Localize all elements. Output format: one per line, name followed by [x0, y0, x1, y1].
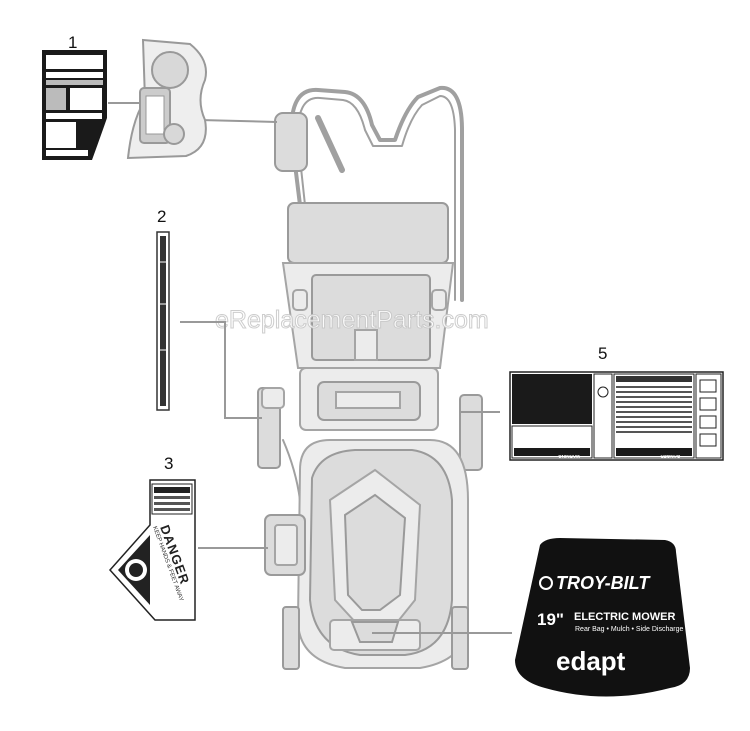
callout-2: 2: [157, 207, 166, 226]
part-2-label: [156, 231, 170, 411]
callout-5: 5: [598, 344, 607, 363]
part-4-brand-icon: [539, 576, 553, 590]
mower-handle: [289, 85, 464, 302]
part-4-label: TROY-BILT 19" ELECTRIC MOWER Rear Bag • …: [515, 538, 690, 697]
mower-handle-inner: [296, 95, 456, 301]
part-5-label: WARNING DANGER: [509, 371, 724, 461]
mower-rear-wheel-right: [459, 394, 483, 471]
leader-1b: [199, 119, 278, 123]
part-4-decal: [515, 538, 690, 697]
part-1-label: [42, 38, 207, 160]
callout-1: 1: [68, 33, 77, 52]
mower-front-wheel-right: [451, 606, 469, 670]
part-4-size: 19": [537, 610, 564, 629]
part-3-decal: [108, 479, 196, 621]
part-4-model: ELECTRIC MOWER: [574, 611, 675, 623]
callout-3: 3: [164, 454, 173, 473]
part-5-danger: DANGER: [660, 454, 680, 459]
mower-ghost: [257, 85, 483, 670]
mower-switch-box: [274, 112, 308, 172]
part-5-warning: WARNING: [558, 454, 580, 459]
watermark: eReplacementParts.com: [215, 306, 489, 334]
part-4-features: Rear Bag • Mulch • Side Discharge: [575, 626, 684, 633]
mower-grass-bag: [287, 202, 449, 264]
part-3-label: DANGER KEEP HANDS & FEET AWAY: [108, 479, 196, 621]
mower-front-wheel-left: [282, 606, 300, 670]
leader-lines: [108, 102, 512, 634]
part-4-brand: TROY-BILT: [556, 573, 651, 593]
part-4-logo: edapt: [556, 646, 626, 676]
leader-2: [180, 321, 262, 419]
